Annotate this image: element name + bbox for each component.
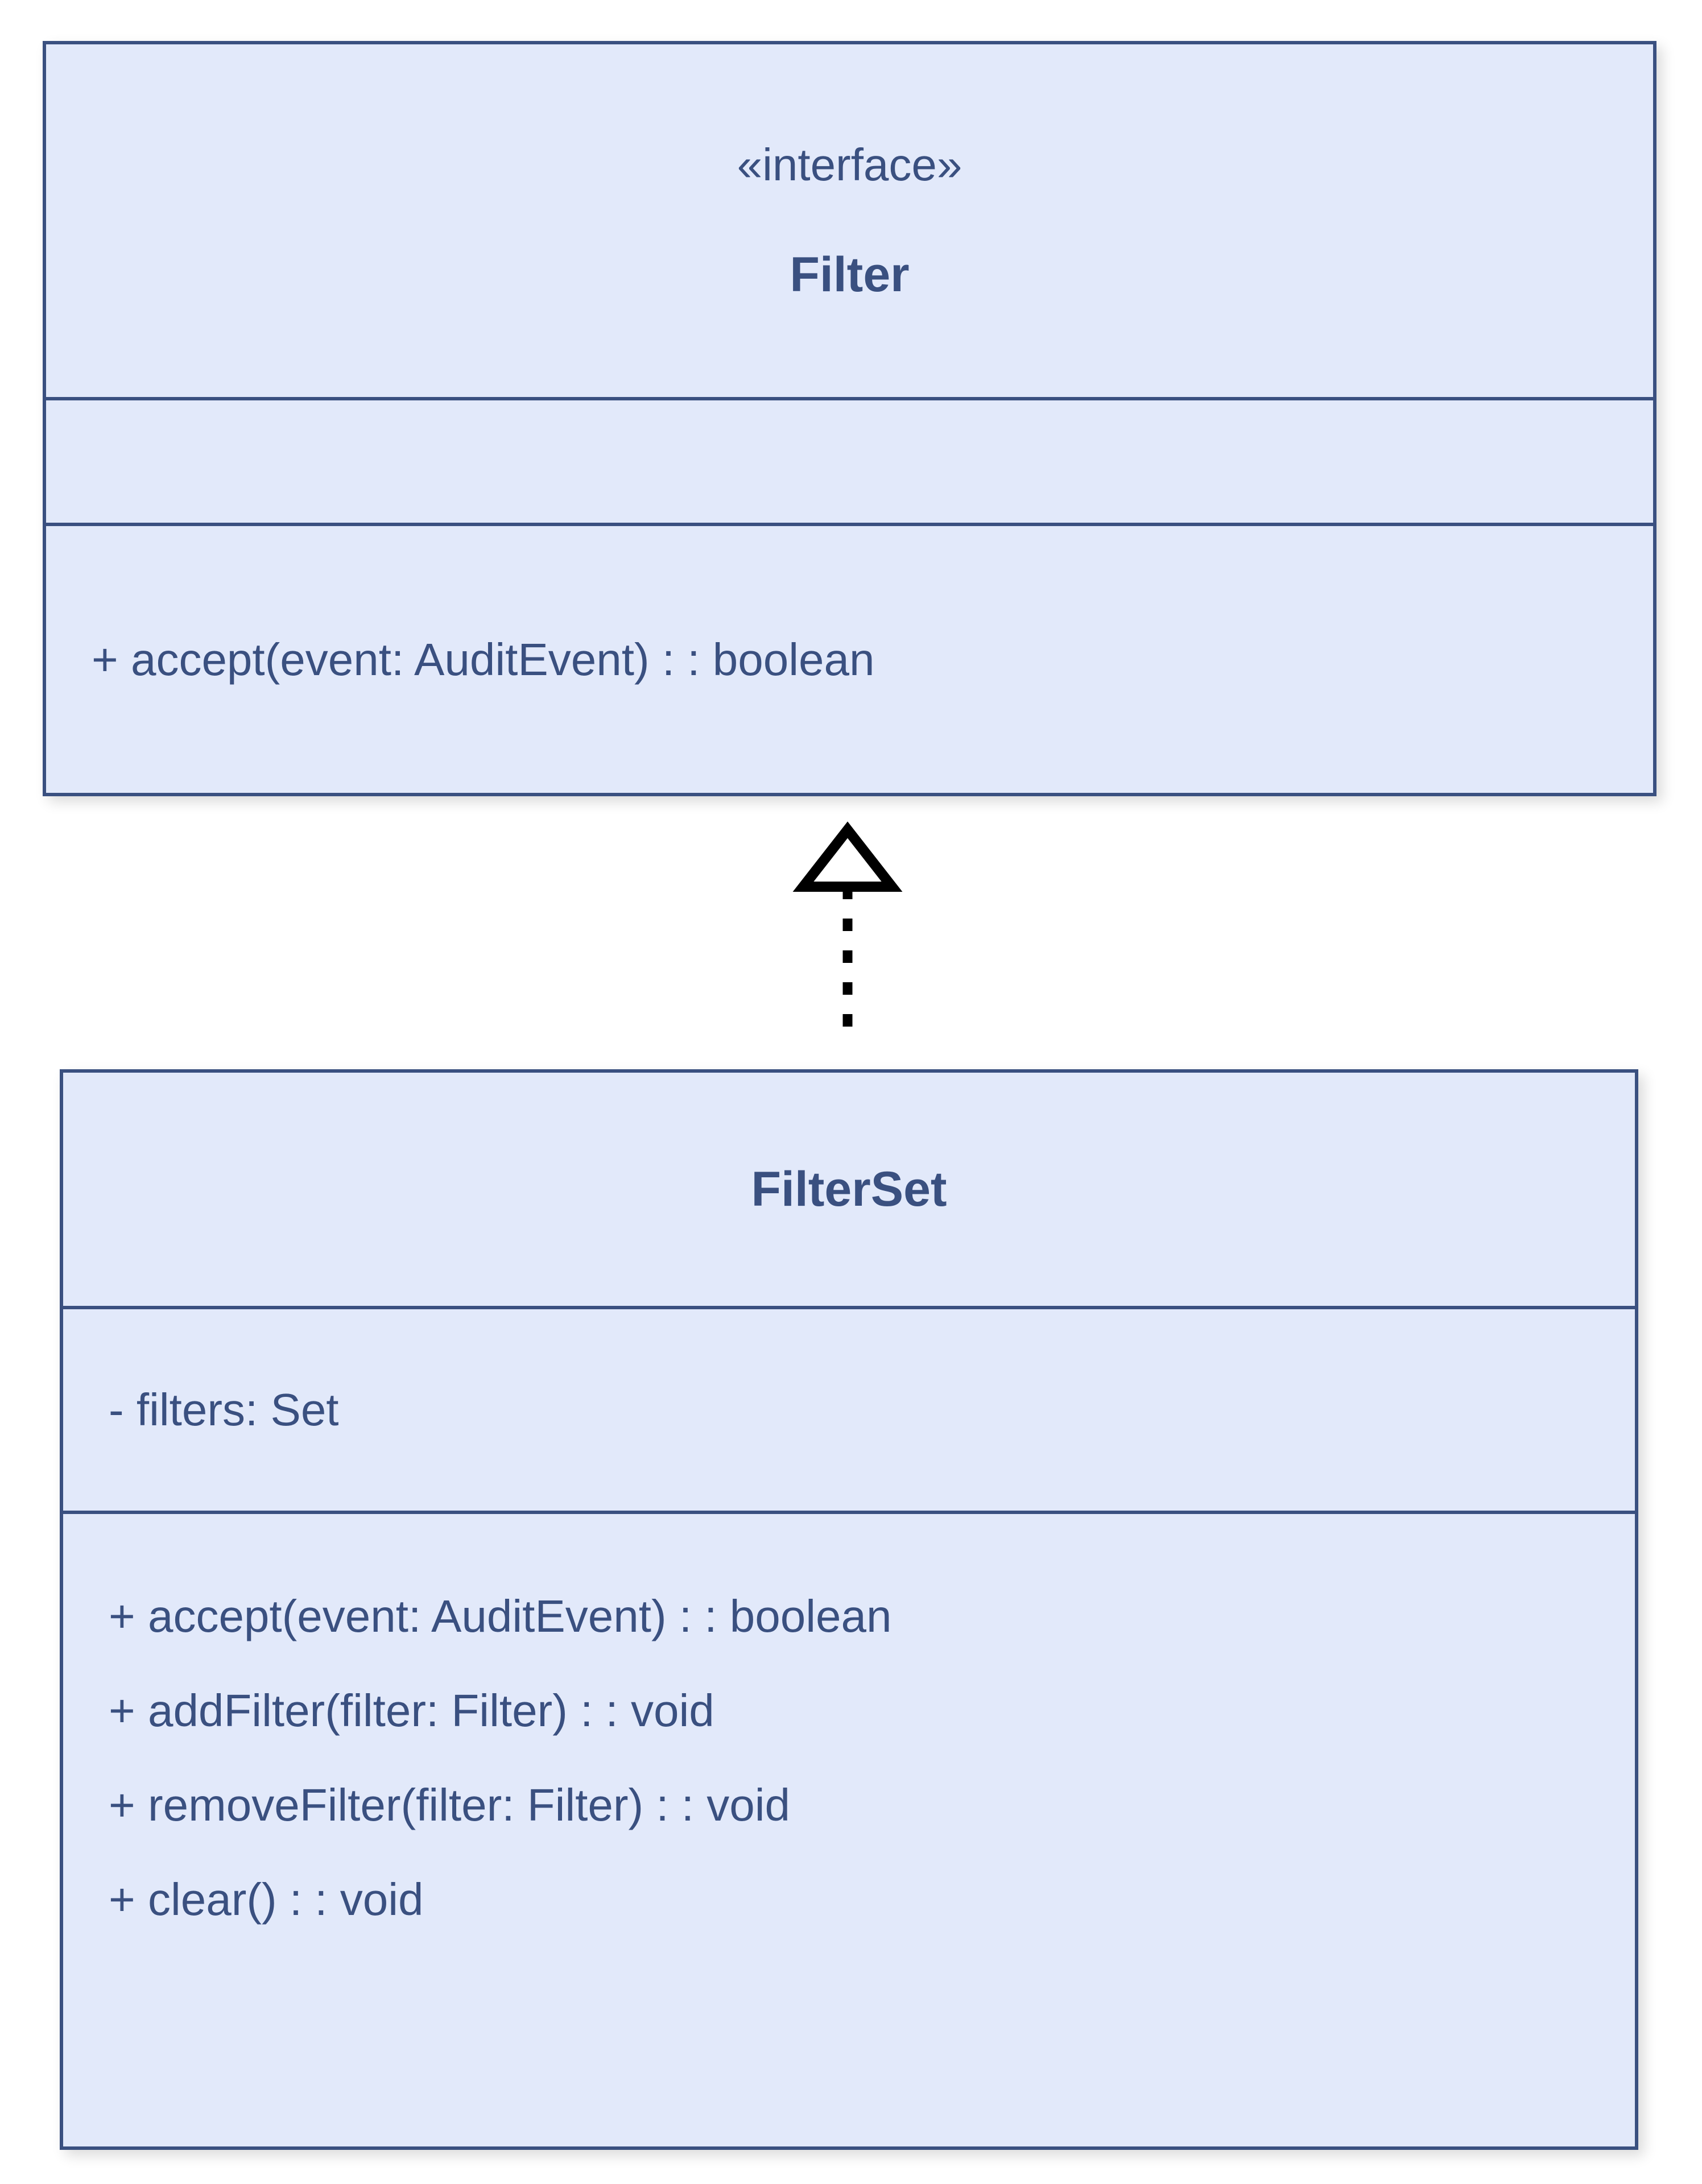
operation-row: + accept(event: AuditEvent) : : boolean: [109, 1591, 892, 1642]
attribute-row: - filters: Set: [109, 1384, 339, 1435]
operation-row: + clear() : : void: [109, 1874, 424, 1925]
class-name-label: FilterSet: [751, 1161, 947, 1217]
class-box-filter[interactable]: «interface» Filter + accept(event: Audit…: [43, 41, 1656, 796]
attributes-compartment-filter: [46, 397, 1653, 523]
class-header-filter: «interface» Filter: [46, 44, 1653, 397]
attributes-compartment-filterset: - filters: Set: [63, 1305, 1635, 1511]
realization-connector: [785, 821, 910, 1032]
operation-row: + accept(event: AuditEvent) : : boolean: [92, 634, 875, 685]
hollow-triangle-arrowhead: [792, 821, 903, 892]
operations-compartment-filter: + accept(event: AuditEvent) : : boolean: [46, 523, 1653, 793]
operation-row: + addFilter(filter: Filter) : : void: [109, 1685, 714, 1736]
class-box-filterset[interactable]: FilterSet - filters: Set + accept(event:…: [60, 1069, 1638, 2150]
class-name-label: Filter: [790, 247, 910, 302]
stereotype-label: «interface»: [737, 139, 962, 190]
class-header-filterset: FilterSet: [63, 1073, 1635, 1306]
operation-row: + removeFilter(filter: Filter) : : void: [109, 1780, 791, 1831]
operations-compartment-filterset: + accept(event: AuditEvent) : : boolean …: [63, 1511, 1635, 2146]
